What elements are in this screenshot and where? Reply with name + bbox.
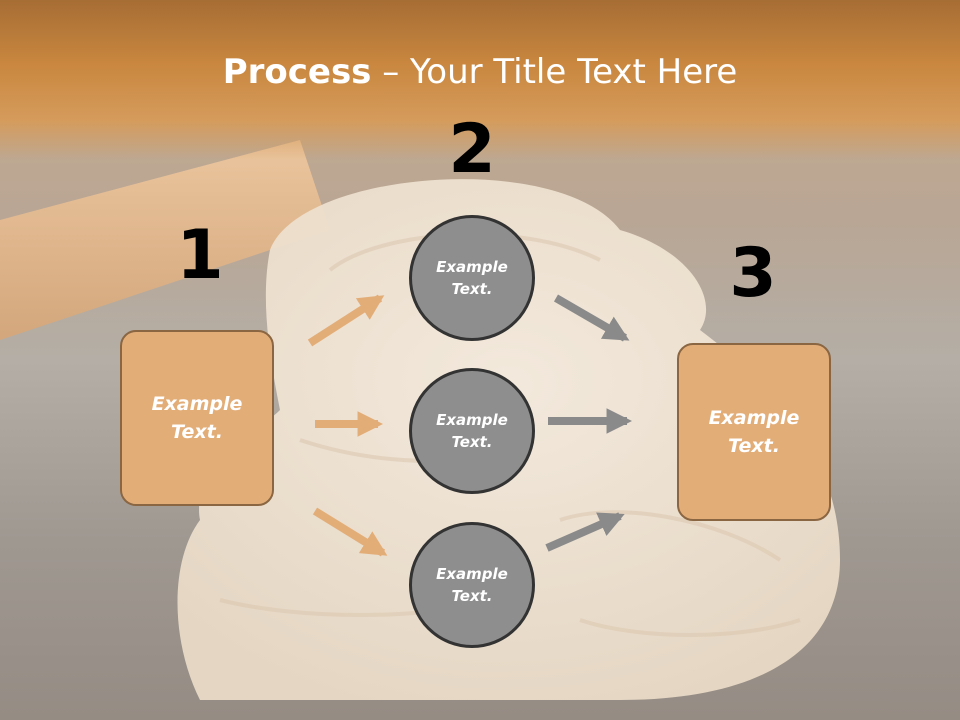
arrow-right-down-orange — [312, 507, 388, 557]
step-number-3: 3 — [729, 234, 777, 313]
circle-top-text: Example Text. — [436, 257, 508, 299]
step-2-circle-top: Example Text. — [409, 215, 535, 341]
step-2-circle-bottom: Example Text. — [409, 522, 535, 648]
step-number-1: 1 — [176, 216, 224, 295]
step-1-box: Example Text. — [120, 330, 274, 506]
circle-bottom-text: Example Text. — [436, 564, 508, 606]
arrow-right-up-gray — [545, 512, 625, 552]
title-banner — [0, 0, 960, 160]
arrow-right-down-gray — [553, 294, 630, 342]
step-3-text: Example Text. — [708, 406, 800, 458]
arrow-right-up-orange — [307, 294, 385, 347]
step-2-circle-middle: Example Text. — [409, 368, 535, 494]
slide-title: Process – Your Title Text Here — [0, 52, 960, 92]
title-rest: – Your Title Text Here — [371, 52, 738, 92]
circle-middle-text: Example Text. — [436, 410, 508, 452]
step-1-text: Example Text. — [151, 392, 243, 444]
title-bold: Process — [222, 52, 372, 92]
step-3-box: Example Text. — [677, 343, 831, 521]
step-number-2: 2 — [448, 110, 496, 189]
